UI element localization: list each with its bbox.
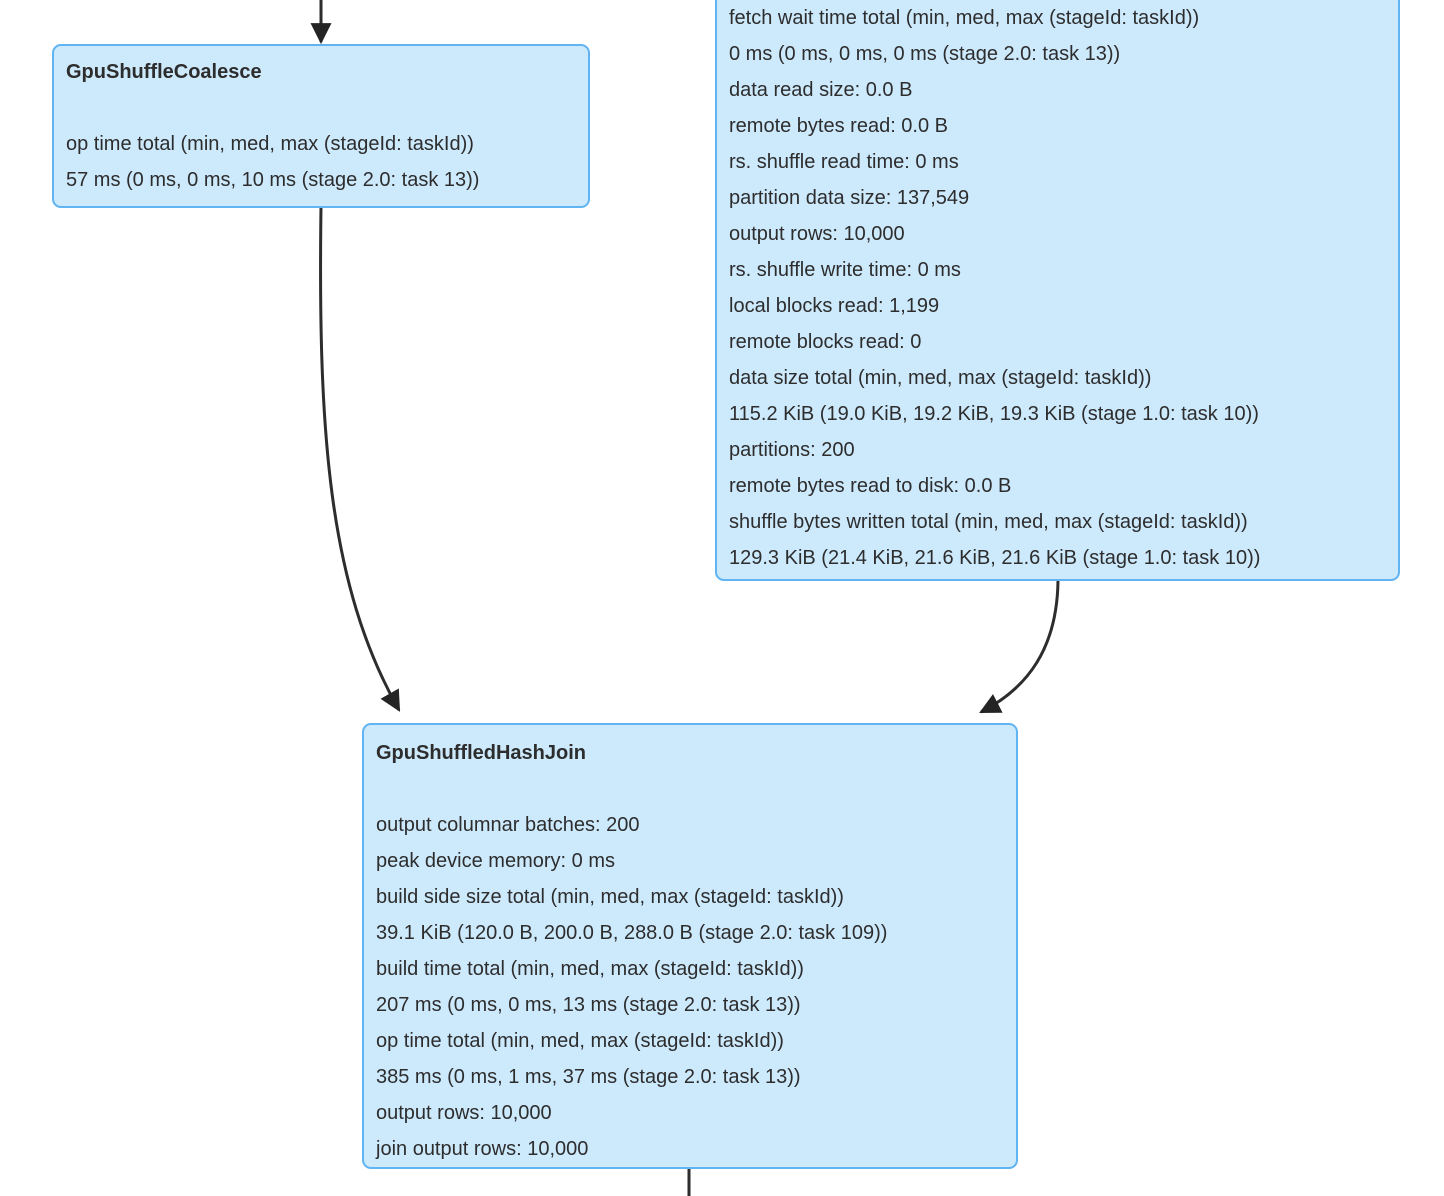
title-gap <box>66 90 576 126</box>
metric-line: partition data size: 137,549 <box>729 187 970 209</box>
metric-line: remote bytes read: 0.0 B <box>729 115 949 137</box>
metric-line: output columnar batches: 200 <box>376 814 640 836</box>
metric-line: op time total (min, med, max (stageId: t… <box>376 1030 784 1052</box>
metric-line: build side size total (min, med, max (st… <box>376 886 844 908</box>
metric-line: 115.2 KiB (19.0 KiB, 19.2 KiB, 19.3 KiB … <box>729 403 1259 425</box>
metric-line: output rows: 10,000 <box>729 223 905 245</box>
title-gap <box>376 771 1004 807</box>
metric-line: 207 ms (0 ms, 0 ms, 13 ms (stage 2.0: ta… <box>376 994 801 1016</box>
metric-line: fetch wait time total (min, med, max (st… <box>729 7 1200 29</box>
metric-line: remote blocks read: 0 <box>729 331 922 353</box>
metric-line: 385 ms (0 ms, 1 ms, 37 ms (stage 2.0: ta… <box>376 1066 801 1088</box>
metric-line: local blocks read: 1,199 <box>729 295 940 317</box>
edge-exchange-to-join <box>979 580 1060 714</box>
metric-line: data size total (min, med, max (stageId:… <box>729 367 1152 389</box>
metric-line: 0 ms (0 ms, 0 ms, 0 ms (stage 2.0: task … <box>729 43 1121 65</box>
metric-line: remote bytes read to disk: 0.0 B <box>729 475 1012 497</box>
plan-node-gpu-shuffled-hash-join[interactable]: GpuShuffledHashJoin output columnar batc… <box>362 723 1018 1169</box>
metric-line: rs. shuffle read time: 0 ms <box>729 151 959 173</box>
edge-coalesce-to-join <box>319 205 401 712</box>
node-title: GpuShuffleCoalesce <box>66 61 262 83</box>
metric-line: rs. shuffle write time: 0 ms <box>729 259 961 281</box>
plan-node-gpu-shuffle-exchange[interactable]: fetch wait time total (min, med, max (st… <box>715 0 1400 581</box>
metric-line: 57 ms (0 ms, 0 ms, 10 ms (stage 2.0: tas… <box>66 169 480 191</box>
metric-line: 129.3 KiB (21.4 KiB, 21.6 KiB, 21.6 KiB … <box>729 547 1261 569</box>
metric-line: partitions: 200 <box>729 439 855 461</box>
metric-line: data read size: 0.0 B <box>729 79 913 101</box>
plan-node-gpu-shuffle-coalesce[interactable]: GpuShuffleCoalesce op time total (min, m… <box>52 44 590 208</box>
metric-line: join output rows: 10,000 <box>376 1138 589 1160</box>
node-title: GpuShuffledHashJoin <box>376 742 586 764</box>
metric-line: shuffle bytes written total (min, med, m… <box>729 511 1248 533</box>
metric-line: 39.1 KiB (120.0 B, 200.0 B, 288.0 B (sta… <box>376 922 888 944</box>
metric-line: build time total (min, med, max (stageId… <box>376 958 804 980</box>
metric-line: output rows: 10,000 <box>376 1102 552 1124</box>
metric-line: op time total (min, med, max (stageId: t… <box>66 133 474 155</box>
metric-line: peak device memory: 0 ms <box>376 850 615 872</box>
